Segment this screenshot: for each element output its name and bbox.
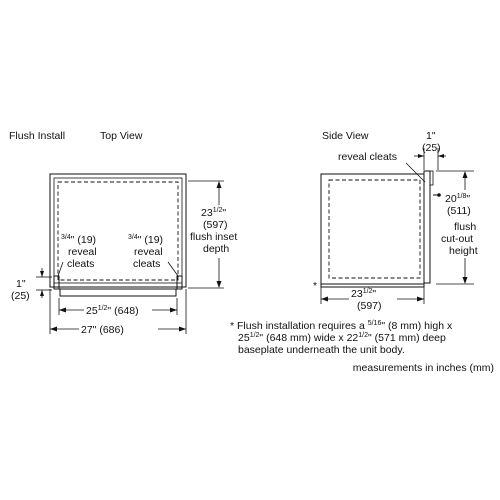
left-cleat-leader xyxy=(57,261,64,277)
side-view-reveal-cleats-label: reveal cleats xyxy=(338,151,397,163)
side-view-cleat-leader xyxy=(405,162,426,183)
side-view-top-gap-mm: (25) xyxy=(422,142,441,154)
side-view-gap-dimension xyxy=(414,148,446,170)
top-view-offset-mm: (25) xyxy=(11,290,30,302)
unit-body-outline xyxy=(57,181,179,281)
cabinet-wall-inner xyxy=(53,177,183,284)
top-view-inner-width-dimension xyxy=(58,298,178,315)
side-view-height-caption-2: cut-out xyxy=(441,233,473,245)
right-cleat-label-2: cleats xyxy=(133,258,160,270)
measurements-footer: measurements in inches (mm) xyxy=(353,362,494,374)
side-door-front xyxy=(423,170,431,284)
top-view-depth-caption-2: depth xyxy=(203,243,229,255)
side-view-height-dimension xyxy=(436,170,474,285)
side-handle-knob xyxy=(437,193,441,197)
top-view-outer-width-dimension xyxy=(49,289,187,334)
side-view-asterisk: * xyxy=(313,280,317,292)
top-view-drawing xyxy=(49,173,187,297)
side-baseplate xyxy=(320,283,425,288)
left-reveal-cleat xyxy=(53,275,60,290)
side-view-height-caption-3: height xyxy=(449,245,478,257)
side-view-heading: Side View xyxy=(322,130,369,142)
top-view-depth-mm: (597) xyxy=(203,219,228,231)
right-cleat-leader xyxy=(167,261,179,277)
side-view-top-gap-in: 1" xyxy=(426,130,436,142)
top-view-offset-dimension xyxy=(36,268,52,298)
side-view-height-value: 201/8" xyxy=(445,193,470,205)
right-cleat-size: 3/4" (19) xyxy=(128,234,163,246)
note-line-2: 251/2" (648 mm) wide x 221/2" (571 mm) d… xyxy=(238,332,446,344)
side-view-depth-value: 231/2" xyxy=(351,288,376,300)
note-line-3: baseplate underneath the unit body. xyxy=(238,344,405,356)
flush-install-heading: Flush Install xyxy=(9,130,65,142)
side-view-height-mm: (511) xyxy=(447,205,471,217)
side-view-depth-mm: (597) xyxy=(357,300,382,312)
top-view-heading: Top View xyxy=(100,130,143,142)
right-reveal-cleat xyxy=(176,275,183,290)
side-door-trim xyxy=(429,170,434,186)
side-cabinet-outline xyxy=(320,173,425,285)
top-view-depth-caption-1: flush inset xyxy=(190,231,237,243)
cabinet-outline xyxy=(49,173,187,288)
side-view-height-caption-1: flush xyxy=(454,221,476,233)
side-unit-body-outline xyxy=(328,179,421,279)
left-cleat-label-2: cleats xyxy=(67,258,94,270)
side-view-depth-dimension xyxy=(320,287,425,304)
door-front-outline xyxy=(59,288,177,297)
right-cleat-label-1: reveal xyxy=(134,246,163,258)
top-view-depth-value: 231/2" xyxy=(201,207,226,219)
note-line-1: * Flush installation requires a 5/16" (8… xyxy=(230,320,453,332)
top-view-depth-dimension xyxy=(188,180,224,289)
left-cleat-label-1: reveal xyxy=(68,246,97,258)
left-cleat-size: 3/4" (19) xyxy=(61,234,96,246)
top-view-inner-width: 251/2" (648) xyxy=(86,305,139,317)
top-view-offset-in: 1" xyxy=(16,278,26,290)
top-view-outer-width: 27" (686) xyxy=(81,324,124,336)
side-view-drawing xyxy=(320,170,441,288)
